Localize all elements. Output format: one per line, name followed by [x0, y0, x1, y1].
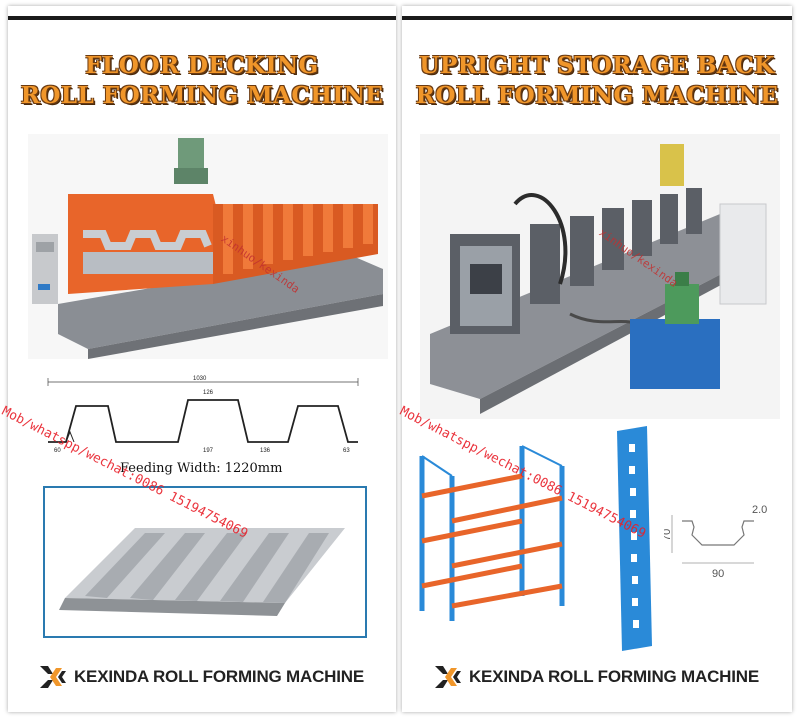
dim-total-width: 1030 — [193, 376, 207, 382]
dim-top-width: 126 — [203, 390, 214, 396]
dim-width: 90 — [712, 568, 724, 580]
kexinda-logo-icon — [39, 666, 66, 688]
dim-bottom-width: 197 — [203, 448, 214, 454]
kexinda-logo-icon — [434, 666, 461, 688]
panel-title-line1: UPRIGHT STORAGE BACK — [419, 52, 775, 79]
dim-thickness: 2.0 — [752, 504, 767, 516]
floor-decking-machine-photo — [28, 134, 388, 359]
dim-rib-spacing: 136 — [260, 448, 271, 454]
panel-title-line2: ROLL FORMING MACHINE — [415, 82, 779, 109]
upright-column-image — [617, 426, 652, 651]
deck-sheet-image — [59, 528, 345, 616]
motor-icon — [178, 138, 204, 170]
deck-sheet-frame — [43, 486, 367, 638]
dim-left-edge: 60 — [54, 448, 61, 454]
dim-depth: 70 — [664, 529, 673, 541]
storage-rack-image — [419, 445, 565, 621]
feeding-width-caption: Feeding Width: 1220mm — [120, 461, 283, 476]
footer: KEXINDA ROLL FORMING MACHINE — [8, 662, 396, 692]
footer: KEXINDA ROLL FORMING MACHINE — [402, 662, 792, 692]
footer-brand: KEXINDA ROLL FORMING MACHINE — [73, 667, 364, 686]
footer-brand: KEXINDA ROLL FORMING MACHINE — [468, 667, 759, 686]
upright-storage-panel: UPRIGHT STORAGE BACK ROLL FORMING MACHIN… — [397, 6, 792, 712]
dim-right-edge: 63 — [343, 448, 350, 454]
panel-title-line2: ROLL FORMING MACHINE — [20, 82, 384, 109]
floor-decking-panel: FLOOR DECKING ROLL FORMING MACHINE — [0, 6, 396, 712]
top-divider — [8, 16, 396, 20]
panel-title-line1: FLOOR DECKING — [85, 52, 319, 79]
upright-machine-photo — [420, 134, 780, 419]
decking-profile-diagram: 1030 126 60 197 136 63 — [47, 376, 359, 454]
upright-section-diagram: 90 70 2.0 — [664, 504, 767, 580]
top-divider — [402, 16, 792, 20]
